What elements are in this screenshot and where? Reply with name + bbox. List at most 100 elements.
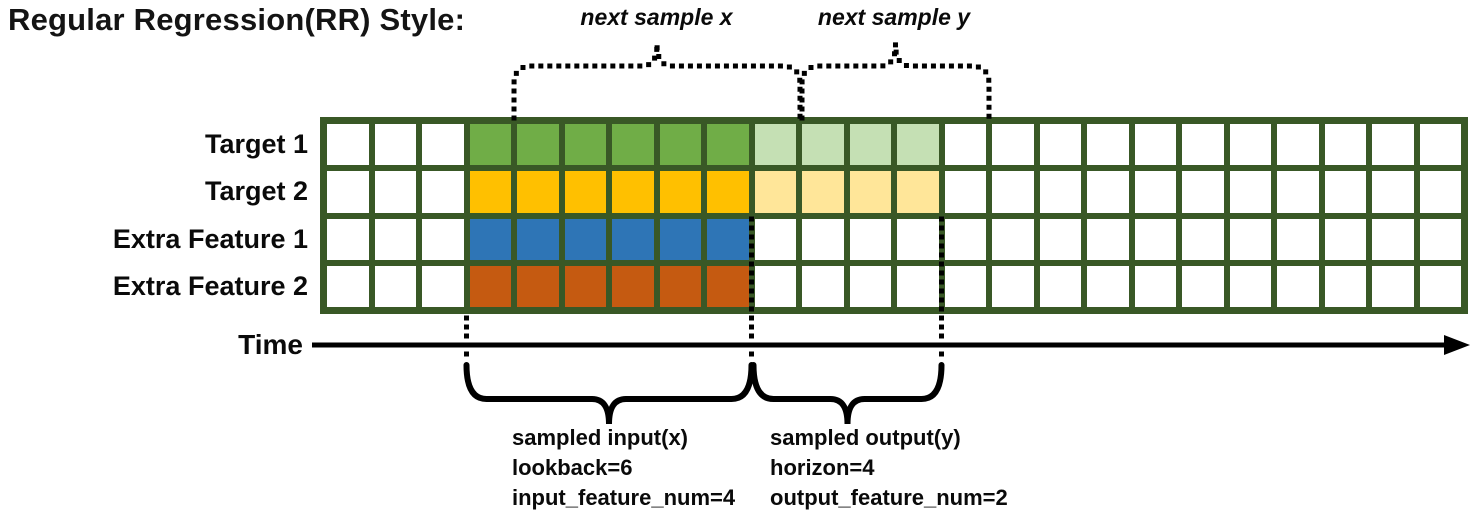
- grid-cell: [564, 124, 606, 166]
- grid-cell: [1087, 218, 1129, 260]
- grid-cell: [374, 265, 416, 307]
- diagram-title: Regular Regression(RR) Style:: [8, 2, 466, 37]
- grid-cell: [1277, 265, 1319, 307]
- grid-cell: [1372, 218, 1414, 260]
- grid-cell: [612, 218, 654, 260]
- next-sample-x-label: next sample x: [580, 4, 733, 30]
- grid-cell: [754, 218, 796, 260]
- grid-cell: [1324, 124, 1366, 166]
- horizon-label: horizon=4: [770, 455, 875, 480]
- grid-cell: [517, 124, 559, 166]
- grid-cell: [327, 218, 369, 260]
- grid-cell: [1324, 171, 1366, 213]
- next-sample-y-label: next sample y: [817, 4, 971, 30]
- grid-cell: [944, 265, 986, 307]
- grid-cell: [802, 171, 844, 213]
- grid-cell: [327, 124, 369, 166]
- grid-cell: [659, 218, 701, 260]
- grid-cell: [422, 124, 464, 166]
- grid-cell: [1182, 265, 1224, 307]
- grid-cell: [849, 124, 891, 166]
- row-label: Target 2: [204, 176, 308, 207]
- grid-cell: [517, 265, 559, 307]
- grid-cell: [1277, 171, 1319, 213]
- grid-cell: [1039, 171, 1081, 213]
- grid-cell: [612, 124, 654, 166]
- next-sample-y-brace: [799, 43, 992, 121]
- grid-cell: [707, 124, 749, 166]
- row-label: Extra Feature 2: [112, 270, 308, 301]
- input-feature-num-label: input_feature_num=4: [512, 485, 736, 510]
- row-label: Extra Feature 1: [112, 223, 308, 254]
- grid-cell: [707, 171, 749, 213]
- sampled-output-annotation: sampled output(y) horizon=4 output_featu…: [770, 423, 1008, 513]
- grid-cell: [992, 124, 1034, 166]
- grid-cell: [1419, 265, 1461, 307]
- grid-cell: [1039, 124, 1081, 166]
- time-axis-arrowhead: [1444, 335, 1470, 355]
- grid-cell: [1182, 124, 1224, 166]
- grid-cell: [1134, 171, 1176, 213]
- grid-cell: [564, 171, 606, 213]
- grid-cell: [1182, 171, 1224, 213]
- grid-cell: [754, 171, 796, 213]
- grid-cell: [1039, 265, 1081, 307]
- grid-cell: [849, 265, 891, 307]
- grid-cell: [612, 171, 654, 213]
- grid-cell: [469, 171, 511, 213]
- grid-cell: [1087, 124, 1129, 166]
- grid-cell: [897, 218, 939, 260]
- grid-cell: [564, 265, 606, 307]
- grid-cell: [1372, 265, 1414, 307]
- grid-cell: [1039, 218, 1081, 260]
- grid-cell: [659, 265, 701, 307]
- grid-cell: [849, 171, 891, 213]
- grid-cell: [1087, 171, 1129, 213]
- grid-cell: [612, 265, 654, 307]
- grid-cell: [707, 265, 749, 307]
- sampled-output-brace: [750, 362, 945, 425]
- grid-cell: [327, 265, 369, 307]
- grid-cell: [374, 171, 416, 213]
- sampled-input-brace: [463, 362, 755, 425]
- grid-cell: [897, 171, 939, 213]
- next-sample-x-brace: [511, 43, 803, 121]
- grid-cell: [1229, 124, 1271, 166]
- grid-cell: [1134, 265, 1176, 307]
- grid-cell: [754, 124, 796, 166]
- grid-cell: [422, 265, 464, 307]
- grid-cell: [422, 171, 464, 213]
- grid-cell: [992, 171, 1034, 213]
- grid-cell: [1277, 124, 1319, 166]
- sampled-input-label: sampled input(x): [512, 425, 689, 450]
- grid-cell: [517, 171, 559, 213]
- grid-cell: [944, 171, 986, 213]
- lookback-label: lookback=6: [512, 455, 633, 480]
- grid-cell: [1229, 171, 1271, 213]
- grid-cell: [897, 124, 939, 166]
- grid-cell: [1134, 218, 1176, 260]
- grid-cell: [944, 124, 986, 166]
- grid-cell: [992, 218, 1034, 260]
- grid-cell: [754, 265, 796, 307]
- grid-cell: [1182, 218, 1224, 260]
- row-label: Target 1: [204, 129, 308, 160]
- grid-cell: [1324, 218, 1366, 260]
- output-feature-num-label: output_feature_num=2: [770, 485, 1008, 510]
- grid-cell: [1372, 124, 1414, 166]
- grid-cell: [802, 124, 844, 166]
- grid-cell: [1134, 124, 1176, 166]
- grid-cell: [374, 218, 416, 260]
- grid-cell: [422, 218, 464, 260]
- grid-cell: [564, 218, 606, 260]
- grid-cell: [849, 218, 891, 260]
- grid-cell: [944, 218, 986, 260]
- grid-cell: [374, 124, 416, 166]
- grid-cell: [1229, 265, 1271, 307]
- sampled-input-annotation: sampled input(x) lookback=6 input_featur…: [512, 423, 735, 513]
- grid-cell: [517, 218, 559, 260]
- grid-cell: [1324, 265, 1366, 307]
- grid-cell: [802, 218, 844, 260]
- grid-cell: [327, 171, 369, 213]
